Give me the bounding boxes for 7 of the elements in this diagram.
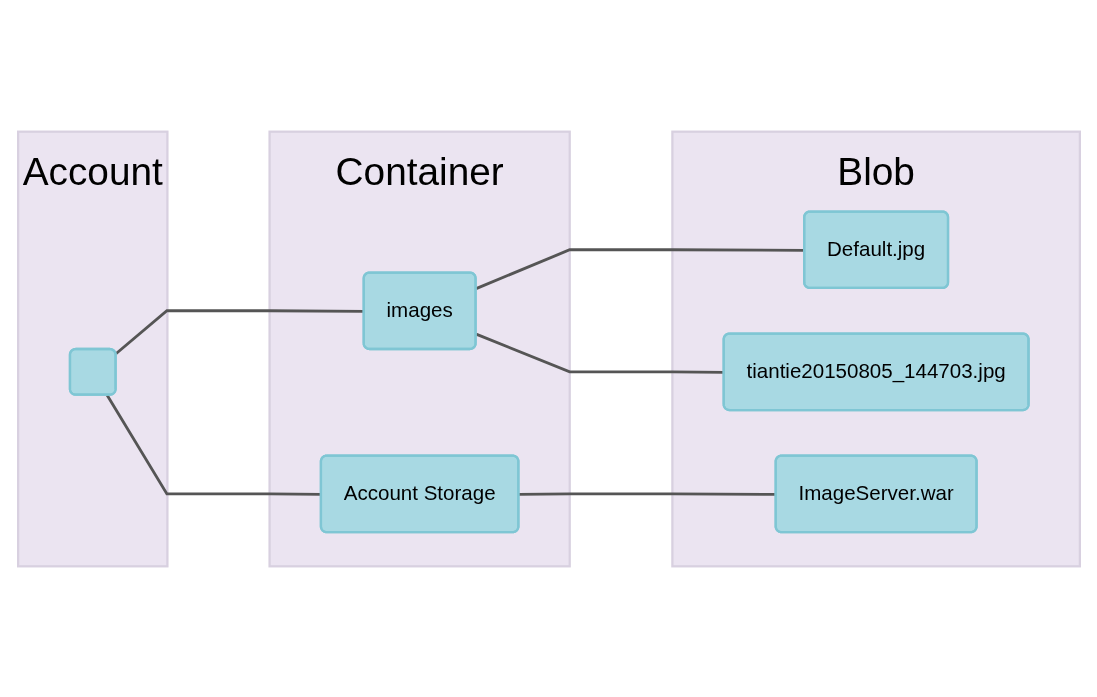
cluster: [16, 130, 169, 567]
connector: [475, 332, 724, 374]
connector: [518, 491, 776, 496]
cluster: [670, 130, 1081, 567]
connector: [114, 308, 364, 355]
diagram: Account Container Blob images Account Storage Default.jpg tiantie20150805_144703.jpg ImageServer.war: [8, 8, 1089, 689]
cluster: [267, 130, 571, 567]
